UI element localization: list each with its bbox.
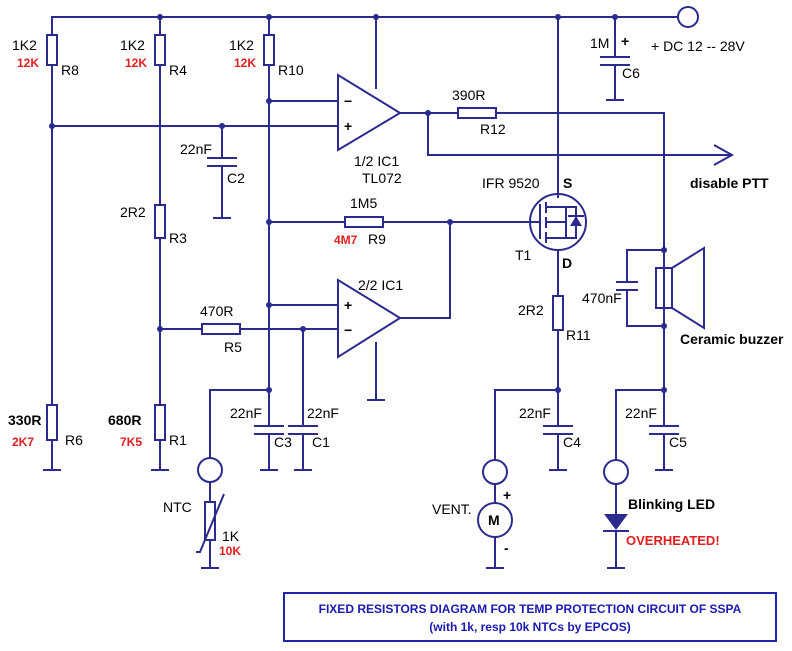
r3-value: 2R2 xyxy=(120,204,146,220)
ntc-thermistor xyxy=(196,389,270,569)
ceramic-buzzer xyxy=(616,246,705,330)
capacitor-c4 xyxy=(543,425,573,471)
c5-value: 22nF xyxy=(625,405,657,421)
t1-ref: T1 xyxy=(515,247,532,263)
c1-ref: C1 xyxy=(312,434,330,450)
vent-label: VENT. xyxy=(432,501,472,517)
capacitor-c1 xyxy=(288,328,318,471)
r3-ref: R3 xyxy=(169,230,187,246)
r8-value: 1K2 xyxy=(12,37,37,53)
mosfet-t1 xyxy=(529,16,587,297)
resistor-r9 xyxy=(268,216,531,228)
resistor-r6 xyxy=(43,404,61,471)
r1-ref: R1 xyxy=(169,432,187,448)
r1-value: 680R xyxy=(108,412,141,428)
vent-motor xyxy=(477,389,559,569)
t1-drain: D xyxy=(562,255,572,271)
r5-ref: R5 xyxy=(224,339,242,355)
c2-value: 22nF xyxy=(180,141,212,157)
r4-ref: R4 xyxy=(169,62,187,78)
r10-value: 1K2 xyxy=(229,37,254,53)
caption-title: FIXED RESISTORS DIAGRAM FOR TEMP PROTECT… xyxy=(318,602,742,616)
ic1b-name: 2/2 IC1 xyxy=(358,277,403,293)
r6-ref: R6 xyxy=(65,432,83,448)
resistor-r10 xyxy=(263,16,275,391)
r4-value: 1K2 xyxy=(120,37,145,53)
c2-ref: C2 xyxy=(227,170,245,186)
disable-ptt-output xyxy=(427,112,735,166)
r9-value: 1M5 xyxy=(350,195,377,211)
r4-alt: 12K xyxy=(125,56,147,70)
c3-value: 22nF xyxy=(230,405,262,421)
motor-letter: M xyxy=(488,512,500,528)
r11-value: 2R2 xyxy=(518,302,544,318)
resistor-r4 xyxy=(154,16,166,206)
overheated-label: OVERHEATED! xyxy=(626,533,720,548)
r6-alt: 2K7 xyxy=(12,435,34,449)
motor-plus: + xyxy=(503,487,511,503)
buzzer-label: Ceramic buzzer xyxy=(680,331,784,347)
t1-source: S xyxy=(563,175,572,191)
c6-ref: C6 xyxy=(622,65,640,81)
supply-terminal xyxy=(677,6,699,28)
r1-alt: 7K5 xyxy=(120,435,142,449)
r5-value: 470R xyxy=(200,303,233,319)
resistor-r5 xyxy=(159,323,339,335)
r6-value: 330R xyxy=(8,412,41,428)
r8-ref: R8 xyxy=(61,62,79,78)
ntc-ref: NTC xyxy=(163,499,192,515)
ic1a-plus: + xyxy=(344,118,352,134)
r10-ref: R10 xyxy=(278,62,304,78)
motor-minus: - xyxy=(504,540,509,556)
resistor-r3 xyxy=(154,204,166,406)
r12-ref: R12 xyxy=(480,121,506,137)
resistor-r11 xyxy=(552,295,564,427)
resistor-r1 xyxy=(151,404,169,471)
c4-ref: C4 xyxy=(563,434,581,450)
vent-connector xyxy=(482,459,508,485)
ntc-connector xyxy=(197,457,223,483)
resistor-r8 xyxy=(46,16,58,406)
supply-label: + DC 12 -- 28V xyxy=(651,38,745,54)
c3-ref: C3 xyxy=(274,434,292,450)
ntc-value: 1K xyxy=(222,528,240,544)
capacitor-c3 xyxy=(254,389,284,471)
r9-ref: R9 xyxy=(368,231,386,247)
ntc-alt: 10K xyxy=(219,544,241,558)
r10-alt: 12K xyxy=(234,56,256,70)
capacitor-c5 xyxy=(649,389,679,471)
ic1b-plus: + xyxy=(344,297,352,313)
caption-subtitle: (with 1k, resp 10k NTCs by EPCOS) xyxy=(429,620,631,634)
capacitor-c6 xyxy=(600,16,630,101)
caption-box: FIXED RESISTORS DIAGRAM FOR TEMP PROTECT… xyxy=(283,592,777,642)
blinking-led xyxy=(603,389,665,569)
ic1a-name: 1/2 IC1 xyxy=(354,153,399,169)
r11-ref: R11 xyxy=(566,327,591,343)
buzzer-cap-value: 470nF xyxy=(582,290,622,306)
c5-ref: C5 xyxy=(669,434,687,450)
r9-alt: 4M7 xyxy=(334,233,358,247)
led-label: Blinking LED xyxy=(628,496,715,512)
opamp-ic1a xyxy=(337,16,459,152)
opamp-ic1b xyxy=(337,221,451,401)
c6-plus: + xyxy=(621,33,629,49)
ic1a-minus: − xyxy=(344,93,352,109)
c4-value: 22nF xyxy=(519,405,551,421)
r8-alt: 12K xyxy=(17,56,39,70)
r12-value: 390R xyxy=(452,87,485,103)
capacitor-c2 xyxy=(207,125,237,219)
c6-value: 1M xyxy=(590,35,609,51)
supply-rail xyxy=(51,6,699,28)
led-connector xyxy=(603,459,629,485)
ic1a-part: TL072 xyxy=(362,170,402,186)
c1-value: 22nF xyxy=(307,405,339,421)
disable-ptt-label: disable PTT xyxy=(690,175,769,191)
t1-part: IFR 9520 xyxy=(482,175,540,191)
ic1b-minus: − xyxy=(344,322,352,338)
